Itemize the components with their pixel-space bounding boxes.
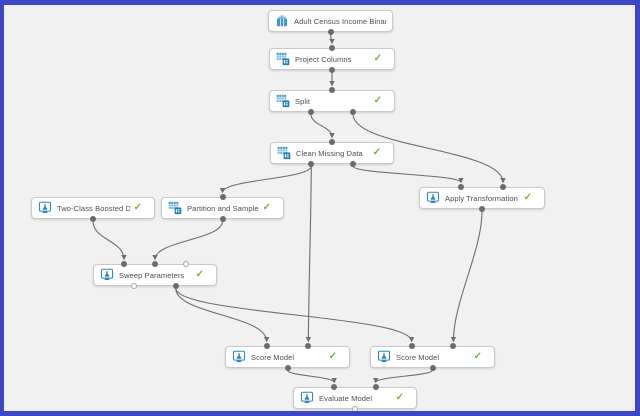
output-port-0-evaluate-model[interactable] [352,406,358,411]
edge-layer [92,33,506,384]
output-port-1-clean-missing-data[interactable] [349,161,356,167]
input-port-0-score-model-2[interactable] [408,343,415,349]
edge-split-to-apply-transformation[interactable] [352,113,506,184]
edge-split-to-clean-missing-data[interactable] [310,113,335,139]
status-check-icon: ✓ [473,351,482,362]
ml-icon [426,191,440,205]
module-node-split[interactable]: Split ✓ [269,90,395,112]
module-label: Two-Class Boosted Decision T... [57,203,130,213]
status-check-icon: ✓ [395,392,404,403]
input-port-0-apply-transformation[interactable] [457,184,464,190]
status-check-icon: ✓ [328,351,337,362]
input-port-1-apply-transformation[interactable] [500,184,507,190]
input-port-0-clean-missing-data[interactable] [329,139,335,145]
input-port-0-sweep-parameters[interactable] [121,261,127,267]
output-port-1-split[interactable] [350,109,357,115]
module-node-evaluate-model[interactable]: Evaluate Model ✓ [293,387,417,409]
output-port-0-clean-missing-data[interactable] [308,161,315,167]
module-node-clean-missing-data[interactable]: Clean Missing Data ✓ [270,142,394,164]
module-label: Clean Missing Data [296,148,363,158]
edge-score-model-2-to-evaluate-model[interactable] [373,369,434,384]
module-label: Evaluate Model [319,393,373,403]
input-port-0-project-columns[interactable] [329,45,335,51]
edge-two-class-boosted-decision-tree-to-sweep-parameters[interactable] [92,220,127,261]
module-label: Score Model [251,352,295,362]
transform-icon [168,201,182,215]
output-port-0-apply-transformation[interactable] [479,206,485,212]
status-check-icon: ✓ [373,53,382,64]
output-port-0-sweep-parameters[interactable] [131,283,138,289]
status-check-icon: ✓ [195,269,204,280]
transform-icon [276,94,290,108]
input-port-0-score-model-1[interactable] [263,343,270,349]
output-port-0-score-model-1[interactable] [284,365,291,371]
edge-score-model-1-to-evaluate-model[interactable] [286,369,338,384]
input-port-1-score-model-2[interactable] [450,343,457,349]
module-label: Adult Census Income Binary C... [294,16,386,26]
output-port-1-sweep-parameters[interactable] [172,283,179,289]
module-label: Score Model [396,352,440,362]
module-node-sweep-parameters[interactable]: Sweep Parameters ✓ [93,264,217,286]
input-port-2-sweep-parameters[interactable] [183,261,189,267]
edge-partition-and-sample-to-sweep-parameters[interactable] [152,220,224,261]
ml-icon [38,201,52,215]
output-port-0-split[interactable] [307,109,314,115]
input-port-1-score-model-1[interactable] [305,343,312,349]
edge-sweep-parameters-to-score-model-2[interactable] [175,287,415,343]
module-label: Partition and Sample [187,203,259,213]
output-port-0-project-columns[interactable] [329,67,335,73]
edge-clean-missing-data-to-apply-transformation[interactable] [352,165,464,184]
edge-clean-missing-data-to-partition-and-sample[interactable] [219,165,312,194]
status-check-icon: ✓ [523,192,532,203]
ml-icon [100,268,114,282]
dataset-icon [275,14,289,28]
edge-adult-census-dataset-to-project-columns[interactable] [329,33,335,45]
ml-icon [377,350,391,364]
input-port-0-partition-and-sample[interactable] [219,194,226,200]
input-port-0-evaluate-model[interactable] [331,384,338,390]
output-port-0-partition-and-sample[interactable] [219,216,226,222]
status-check-icon: ✓ [262,202,271,213]
output-port-0-score-model-2[interactable] [429,365,436,371]
node-layer: Adult Census Income Binary C... Project C… [4,5,635,411]
transform-icon [277,146,291,160]
output-port-0-adult-census-dataset[interactable] [327,29,334,35]
input-port-0-split[interactable] [329,87,335,93]
input-port-1-sweep-parameters[interactable] [152,261,158,267]
module-label: Apply Transformation [445,193,518,203]
status-check-icon: ✓ [133,202,142,213]
edge-sweep-parameters-to-score-model-1[interactable] [175,287,270,343]
ml-icon [300,391,314,405]
status-check-icon: ✓ [373,95,382,106]
transform-icon [276,52,290,66]
edge-clean-missing-data-to-score-model-1[interactable] [305,165,312,343]
edge-apply-transformation-to-score-model-2[interactable] [450,210,483,343]
status-check-icon: ✓ [372,147,381,158]
ml-icon [232,350,246,364]
input-port-1-evaluate-model[interactable] [372,384,379,390]
module-label: Sweep Parameters [119,270,185,280]
module-label: Split [295,96,311,106]
module-label: Project Columns [295,54,352,64]
output-port-0-two-class-boosted-decision-tree[interactable] [90,216,96,222]
